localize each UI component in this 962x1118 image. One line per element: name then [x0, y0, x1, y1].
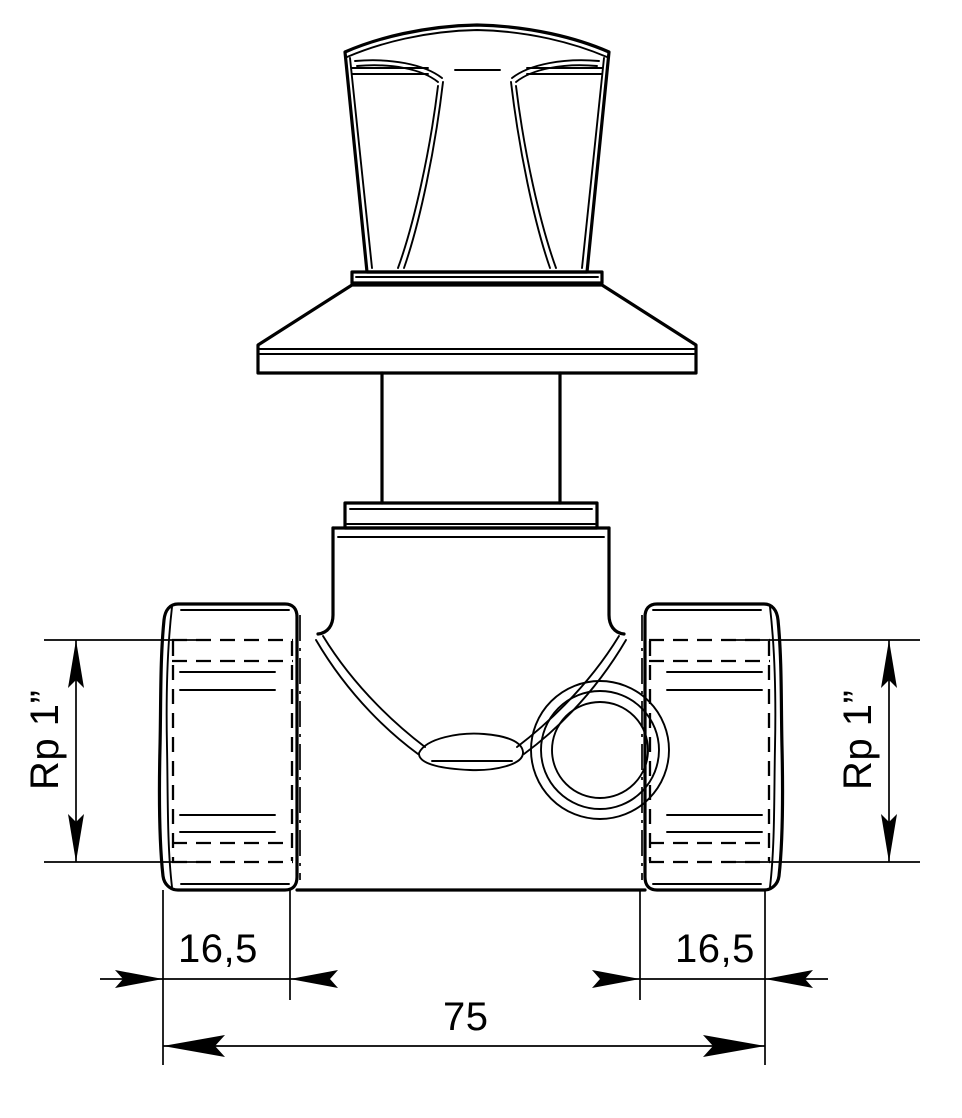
body-left-wall — [316, 526, 335, 636]
handwheel-spoke-right-inner — [515, 64, 598, 83]
port-circle-group — [530, 680, 670, 820]
port-circle-mid — [540, 690, 660, 810]
socket-right-outline — [643, 602, 785, 892]
handwheel-spoke-left-edge-b — [397, 85, 439, 269]
dim-text-thread-length-left: 16,5 — [178, 927, 258, 971]
seat-weir-ellipse — [418, 732, 524, 772]
arrowhead-right-dim-bottom — [881, 814, 897, 862]
dim-text-thread-length-right: 16,5 — [675, 927, 755, 971]
arrowhead-75-right — [703, 1035, 765, 1057]
dimension-thread-length-left: 16,5 — [100, 927, 338, 988]
dimension-thread-size-right: Rp 1” — [836, 640, 897, 862]
arrowhead-75-left — [163, 1035, 225, 1057]
handwheel-wall-left-inner — [349, 57, 373, 269]
hex-socket-left — [157, 602, 301, 892]
arrowhead-left-dim-bottom — [68, 814, 84, 862]
arrowhead-165-left-outer — [290, 970, 338, 988]
socket-left-outline — [157, 602, 299, 892]
port-circle-inner — [551, 701, 649, 799]
seat-funnel-right-outer — [516, 635, 620, 748]
arrowhead-right-dim-top — [881, 640, 897, 688]
extension-lines-vertical-dims — [44, 639, 920, 863]
bonnet-cap — [256, 283, 698, 375]
socket-left-flank-curve — [165, 606, 173, 888]
arrowhead-left-dim-top — [68, 640, 84, 688]
handwheel-spoke-left-edge-a — [403, 81, 444, 269]
arrowhead-165-left-inner — [115, 970, 163, 988]
dimension-face-to-face: 75 — [163, 995, 765, 1057]
handwheel-spoke-right-edge-a — [510, 81, 551, 269]
socket-right-flank-curve — [769, 606, 777, 888]
handwheel-spoke-right-outer — [511, 59, 600, 79]
dim-text-thread-size-left: Rp 1” — [23, 690, 67, 790]
seat-funnel-left-outer — [322, 635, 426, 748]
dimension-thread-size-left: Rp 1” — [23, 640, 84, 862]
handwheel-spoke-left-inner — [356, 64, 439, 83]
hex-socket-right — [641, 602, 785, 892]
gland-nut — [343, 501, 599, 530]
dimension-thread-length-right: 16,5 — [592, 927, 828, 988]
handwheel-base-plate — [350, 270, 604, 285]
body-right-wall — [607, 526, 626, 636]
stem-shroud — [380, 371, 562, 505]
arrowhead-165-right-inner — [592, 970, 640, 988]
handwheel-spoke-left-outer — [354, 59, 443, 79]
handwheel-outline — [343, 23, 611, 274]
handwheel-spoke-right-edge-b — [515, 85, 557, 269]
seat-funnel-left-inner — [315, 639, 419, 755]
port-circle-outer — [530, 680, 670, 820]
dim-text-face-to-face: 75 — [443, 995, 489, 1039]
bonnet-cap-outline — [256, 283, 698, 375]
handwheel-wall-right-inner — [581, 57, 605, 269]
valve-body — [295, 526, 647, 892]
extension-lines-bottom — [162, 890, 766, 1065]
handwheel — [343, 23, 611, 285]
handwheel-crown-arc — [346, 29, 608, 58]
arrowhead-165-right-outer — [765, 970, 813, 988]
dim-text-thread-size-right: Rp 1” — [836, 690, 880, 790]
